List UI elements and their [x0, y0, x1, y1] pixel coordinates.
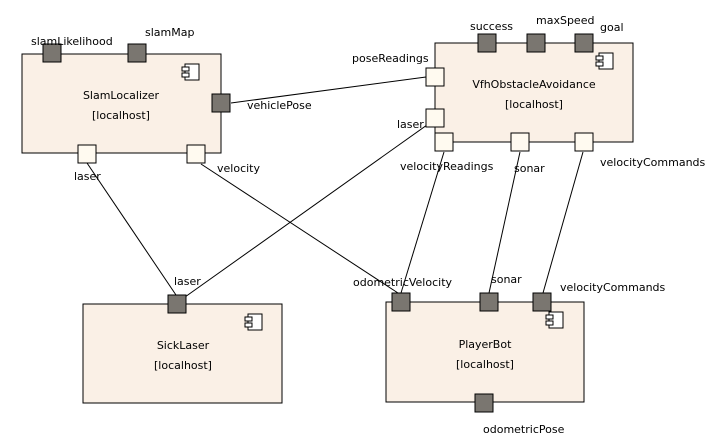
port-slamlikelihood[interactable] [42, 43, 62, 63]
port-sick-laser[interactable] [167, 294, 187, 314]
port-player-velocitycommands[interactable] [532, 292, 552, 312]
sicklaser-name: SickLaser [157, 339, 210, 352]
port-odometricpose[interactable] [474, 393, 494, 413]
component-sicklaser[interactable]: SickLaser [localhost] laser [82, 275, 283, 404]
label-odometricvelocity: odometricVelocity [353, 276, 453, 289]
slamlocalizer-host: [localhost] [92, 109, 150, 122]
connector-slam-laser-sick-laser [86, 162, 177, 296]
label-odometricpose: odometricPose [483, 423, 565, 436]
port-slam-laser[interactable] [77, 144, 97, 164]
label-slam-laser: laser [74, 170, 101, 183]
label-player-velocitycommands: velocityCommands [560, 281, 666, 294]
port-success[interactable] [477, 33, 497, 53]
port-maxspeed[interactable] [526, 33, 546, 53]
sicklaser-host: [localhost] [154, 359, 212, 372]
label-success: success [470, 20, 513, 33]
label-vfh-laser: laser [397, 118, 424, 131]
port-vfh-sonar[interactable] [510, 132, 530, 152]
connector-vfh-sonar-player-sonar [488, 151, 521, 294]
slamlocalizer-name: SlamLocalizer [83, 89, 160, 102]
label-goal: goal [600, 21, 624, 34]
port-velocityreadings[interactable] [434, 132, 454, 152]
port-goal[interactable] [574, 33, 594, 53]
port-vfh-laser[interactable] [425, 108, 445, 128]
port-slammap[interactable] [127, 43, 147, 63]
label-velocityreadings: velocityReadings [400, 160, 494, 173]
port-odometricvelocity[interactable] [391, 292, 411, 312]
connectors [86, 76, 584, 298]
label-vehiclepose: vehiclePose [247, 99, 312, 112]
port-slam-velocity[interactable] [186, 144, 206, 164]
component-slamlocalizer[interactable]: SlamLocalizer [localhost] slamLikelihood… [21, 26, 312, 183]
label-maxspeed: maxSpeed [536, 14, 594, 27]
vfhobstacleavoidance-host: [localhost] [505, 98, 563, 111]
component-vfhobstacleavoidance[interactable]: VfhObstacleAvoidance [localhost] success… [352, 14, 706, 175]
port-vehiclepose[interactable] [211, 93, 231, 113]
port-vfh-velocitycommands[interactable] [574, 132, 594, 152]
component-icon [545, 311, 564, 329]
playerbot-name: PlayerBot [459, 338, 513, 351]
component-playerbot[interactable]: PlayerBot [localhost] odometricVelocity … [353, 273, 666, 436]
component-icon [595, 52, 614, 70]
label-slammap: slamMap [145, 26, 194, 39]
connector-vfh-laser-sick-laser [184, 124, 428, 298]
connector-velocityreadings-odometricvelocity [400, 151, 445, 294]
vfhobstacleavoidance-name: VfhObstacleAvoidance [472, 78, 596, 91]
label-vfh-velocitycommands: velocityCommands [600, 156, 706, 169]
label-vfh-sonar: sonar [514, 162, 545, 175]
label-posereadings: poseReadings [352, 52, 429, 65]
connector-velocitycommands [542, 151, 584, 294]
label-slamlikelihood: slamLikelihood [31, 35, 113, 48]
port-posereadings[interactable] [425, 67, 445, 87]
connector-vehiclepose-posereadings [230, 76, 427, 104]
component-icon [244, 313, 263, 331]
label-player-sonar: sonar [491, 273, 522, 286]
component-icon [181, 63, 200, 81]
connector-slam-velocity-odometricvelocity [200, 163, 399, 294]
label-slam-velocity: velocity [217, 162, 260, 175]
port-player-sonar[interactable] [479, 292, 499, 312]
label-sick-laser: laser [174, 275, 201, 288]
playerbot-host: [localhost] [456, 358, 514, 371]
